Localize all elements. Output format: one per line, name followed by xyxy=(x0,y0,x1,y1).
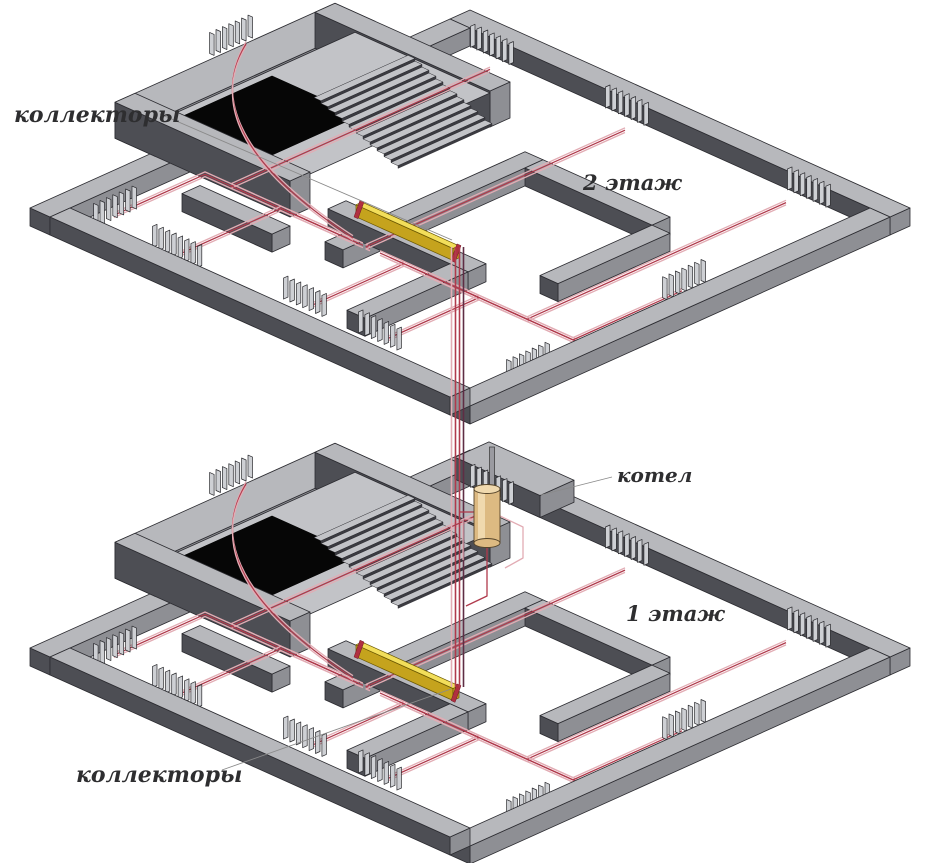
radiator xyxy=(209,454,253,496)
isometric-geometry xyxy=(29,2,911,863)
collector-manifold xyxy=(353,639,462,703)
radiator xyxy=(605,84,649,126)
floor-2-group xyxy=(29,2,911,425)
radiator xyxy=(358,309,402,351)
label-floor-1: 1 этаж xyxy=(626,601,725,626)
boiler xyxy=(473,446,501,548)
radiator xyxy=(605,524,649,566)
diagram-labels: коллекторы 2 этаж котел 1 этаж коллектор… xyxy=(14,102,725,788)
radiator xyxy=(209,14,253,56)
radiator xyxy=(662,259,706,301)
radiator xyxy=(787,606,831,648)
riser-pipes xyxy=(450,247,465,687)
leader-lines xyxy=(159,113,613,771)
radiator xyxy=(283,275,327,317)
floor-1-group xyxy=(29,441,911,863)
leader-collectors-lower xyxy=(221,688,452,771)
label-collectors-upper: коллекторы xyxy=(14,102,180,128)
leader-collectors-upper xyxy=(159,113,453,241)
radiator xyxy=(470,23,514,65)
radiator xyxy=(662,699,706,741)
label-collectors-lower: коллекторы xyxy=(76,762,242,788)
radiator xyxy=(787,166,831,208)
label-boiler: котел xyxy=(617,463,692,487)
collector-manifold xyxy=(353,199,462,263)
leader-boiler xyxy=(540,476,613,496)
boiler-pipes xyxy=(459,511,524,607)
label-floor-2: 2 этаж xyxy=(582,170,682,195)
radiator xyxy=(358,749,402,791)
